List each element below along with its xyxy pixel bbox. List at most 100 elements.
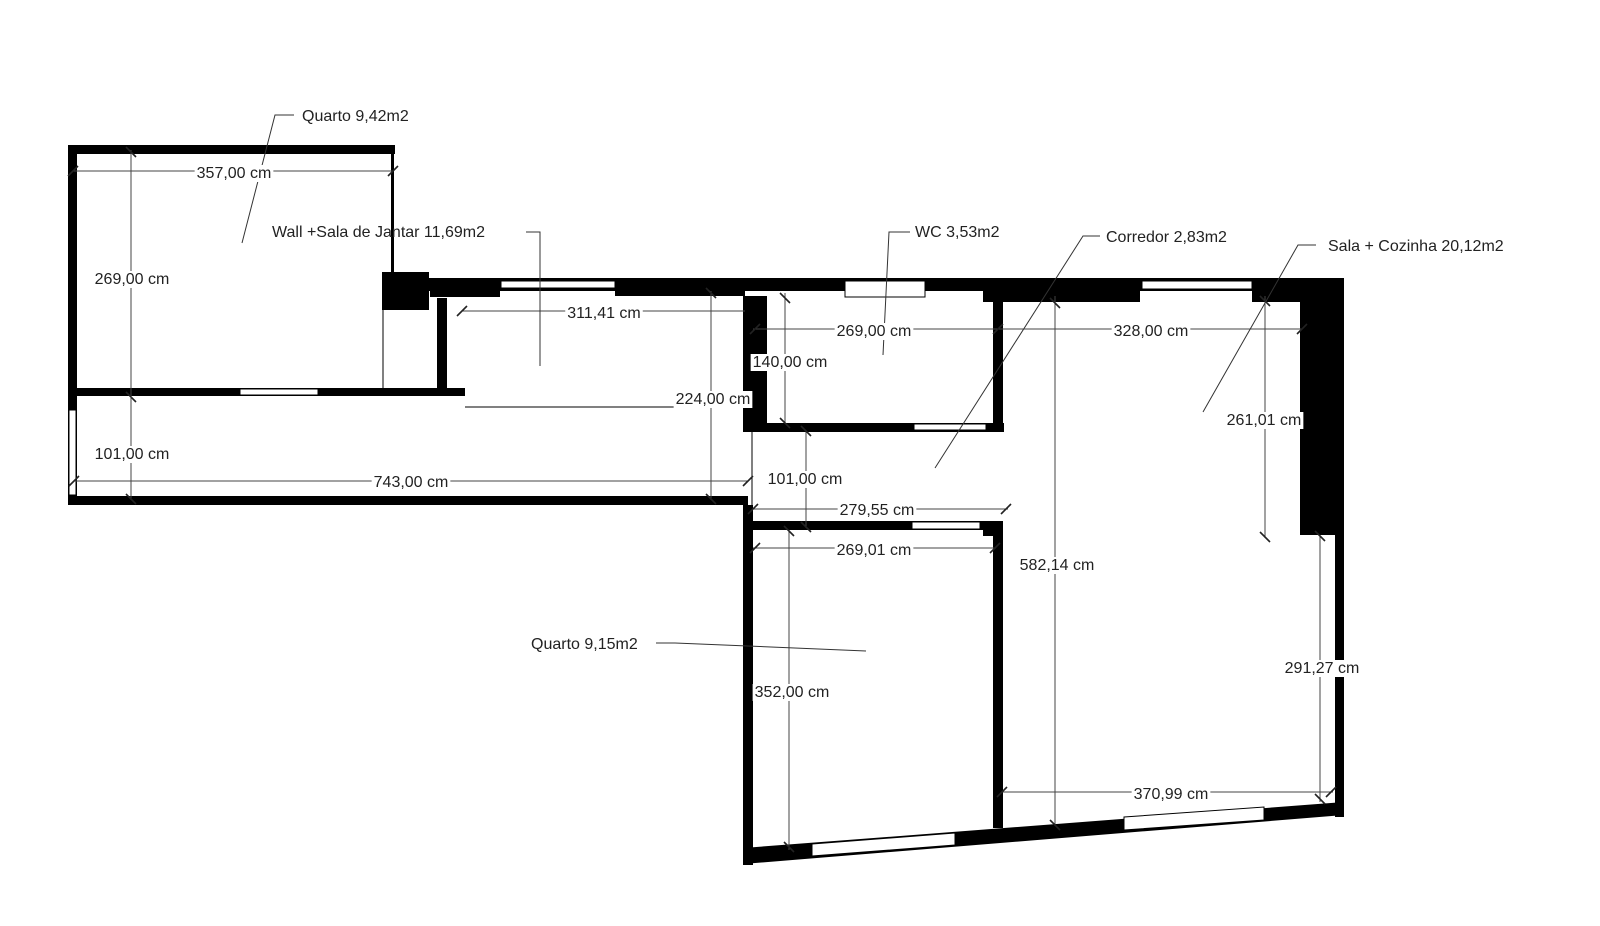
dim-label-background: [752, 684, 832, 701]
window-quarto2-bottom: [811, 832, 956, 857]
dim-label-328: 328,00 cm: [1114, 323, 1189, 340]
dim-tick: [989, 542, 1001, 554]
room-label-sala-jantar: Wall +Sala de Jantar 11,69m2: [272, 224, 485, 241]
wall-top-step3: [983, 278, 1140, 302]
dim-label-279: 279,55 cm: [840, 502, 915, 519]
wall-quarto2-right: [993, 530, 1003, 828]
dim-tick: [1314, 530, 1326, 542]
dim-label-291: 291,27 cm: [1285, 660, 1360, 677]
dim-label-background: [565, 305, 643, 322]
wall-top-step: [430, 278, 500, 297]
dim-label-background: [1017, 557, 1097, 574]
dim-tick: [1049, 819, 1061, 831]
dim-label-140: 140,00 cm: [753, 354, 828, 371]
room-label-wc: WC 3,53m2: [915, 224, 1000, 241]
dim-tick: [125, 493, 137, 505]
window-sala-bottom: [1123, 806, 1265, 831]
dim-label-352: 352,00 cm: [755, 684, 830, 701]
wall-quarto2-left: [743, 505, 753, 865]
dim-label-background: [1224, 412, 1304, 429]
dim-tick: [779, 292, 791, 304]
dim-tick: [67, 165, 79, 177]
window-quarto1-bottom: [239, 388, 319, 396]
window-wc-bottom: [913, 423, 987, 431]
dim-tick: [1325, 786, 1337, 798]
dim-label-269b: 269,00 cm: [837, 323, 912, 340]
leader-corredor: [934, 235, 1100, 469]
dim-label-311: 311,41 cm: [567, 305, 641, 322]
room-label-corredor: Corredor 2,83m2: [1106, 229, 1227, 246]
dim-tick: [749, 323, 761, 335]
leader-sala-jantar: [526, 231, 541, 366]
dim-label-background: [1111, 323, 1191, 340]
window-dining-top: [500, 280, 616, 289]
dim-tick: [1000, 503, 1012, 515]
dim-label-background: [92, 271, 172, 288]
dim-label-370: 370,99 cm: [1134, 786, 1209, 803]
dim-label-background: [673, 391, 753, 408]
dim-tick: [387, 165, 399, 177]
dim-tick: [783, 525, 795, 537]
wall-wc-right: [993, 296, 1003, 432]
dim-label-background: [1131, 786, 1211, 803]
dim-tick: [456, 305, 468, 317]
dim-label-background: [837, 502, 917, 519]
wall-quarto1-left: [68, 145, 77, 394]
walls: [68, 145, 1344, 865]
wall-quarto2-top: [743, 521, 1003, 530]
dim-tick: [783, 841, 795, 853]
dim-tick: [800, 521, 812, 533]
dim-tick: [996, 786, 1008, 798]
leader-wc: [882, 231, 910, 356]
leader-sala-cozinha: [1202, 244, 1316, 413]
dim-tick: [992, 323, 1004, 335]
dim-label-269c: 269,01 cm: [837, 542, 912, 559]
window-wc-top: [844, 280, 926, 298]
dim-label-261: 261,01 cm: [1227, 412, 1302, 429]
dim-label-background: [834, 323, 914, 340]
dim-label-269a: 269,00 cm: [95, 271, 170, 288]
room-labels: Quarto 9,42m2 Wall +Sala de Jantar 11,69…: [272, 108, 1504, 653]
dimension-labels: 357,00 cm 269,00 cm 311,41 cm 269,00 cm …: [92, 165, 1362, 803]
dim-label-101a: 101,00 cm: [95, 446, 170, 463]
window-quarto2-top: [911, 521, 981, 530]
dim-tick: [800, 425, 812, 437]
room-label-quarto-2: Quarto 9,15m2: [531, 636, 638, 653]
dim-tick: [1314, 793, 1326, 805]
dim-label-background: [750, 354, 830, 371]
dim-label-background: [92, 446, 172, 463]
dim-tick: [1259, 531, 1271, 543]
dim-label-743: 743,00 cm: [374, 474, 449, 491]
window-strip-left: [68, 409, 77, 496]
wall-right-thick: [1300, 278, 1344, 535]
dim-tick: [705, 287, 717, 299]
dim-tick: [779, 417, 791, 429]
dim-tick: [742, 475, 754, 487]
dim-label-background: [765, 471, 845, 488]
dim-label-background: [834, 542, 914, 559]
dim-label-background: [1282, 660, 1362, 677]
dim-tick: [1049, 297, 1061, 309]
dim-label-background: [194, 165, 274, 182]
room-label-quarto-1: Quarto 9,42m2: [302, 108, 409, 125]
room-label-sala-cozinha: Sala + Cozinha 20,12m2: [1328, 238, 1504, 255]
dim-label-357: 357,00 cm: [197, 165, 272, 182]
leader-quarto1: [241, 114, 294, 244]
dim-tick: [1296, 323, 1308, 335]
dim-label-101b: 101,00 cm: [768, 471, 843, 488]
dim-label-224: 224,00 cm: [676, 391, 751, 408]
dim-tick: [68, 475, 80, 487]
wall-quarto1-right-thin: [391, 145, 394, 275]
leader-lines: [241, 114, 1316, 652]
dim-tick: [125, 146, 137, 158]
dim-label-582: 582,14 cm: [1020, 557, 1095, 574]
dim-tick: [749, 542, 761, 554]
window-sala-top: [1141, 280, 1253, 290]
wall-quarto1-top: [68, 145, 395, 154]
dim-tick: [747, 503, 759, 515]
leader-quarto2: [656, 642, 867, 652]
wall-strip-bottom: [68, 496, 748, 505]
dim-tick: [1259, 295, 1271, 307]
dim-label-background: [371, 474, 451, 491]
